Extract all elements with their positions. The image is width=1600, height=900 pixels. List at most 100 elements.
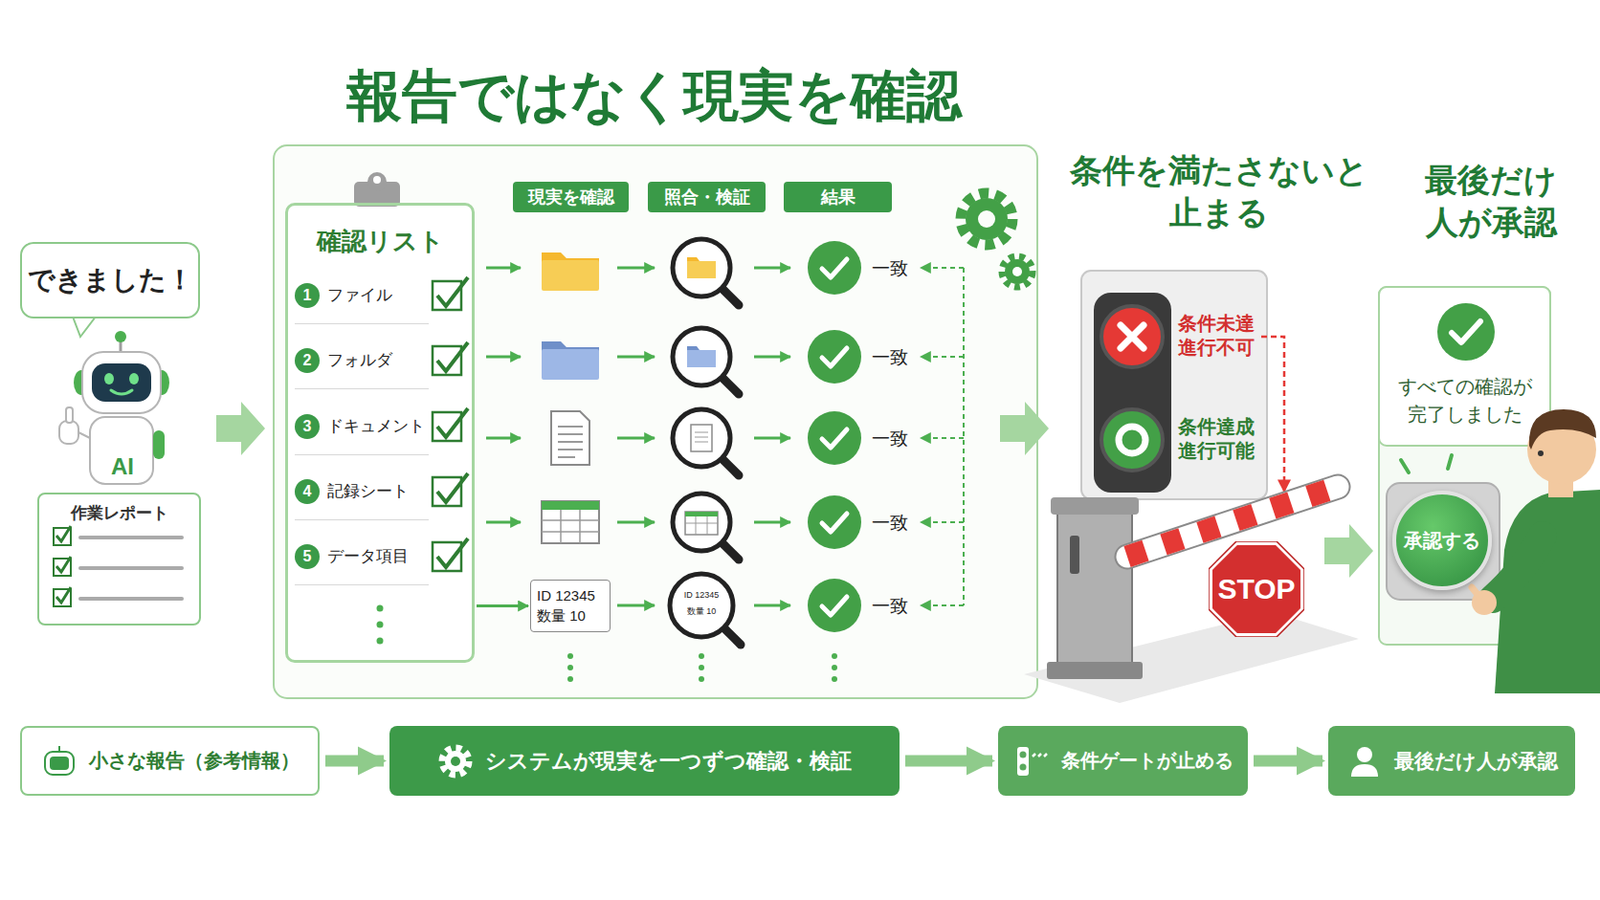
ellipsis-dots — [831, 665, 838, 671]
file-icons — [541, 252, 600, 544]
robot-label: AI — [101, 453, 144, 481]
checkbox — [437, 277, 468, 307]
magnifier — [687, 261, 716, 279]
ellipsis-dots — [377, 638, 384, 645]
gate-barrier — [1046, 662, 1143, 680]
robot — [59, 331, 170, 485]
gear — [960, 193, 1033, 288]
approval-panel — [1437, 303, 1495, 361]
node-text: 条件未達 進行不可 — [1177, 311, 1263, 360]
magnifier — [669, 574, 734, 638]
node-text: すべての確認が 完了しました — [1393, 373, 1537, 429]
checkbox — [432, 277, 468, 572]
approval-panel — [1386, 483, 1500, 600]
step-icon — [41, 743, 78, 780]
file-icons — [551, 411, 590, 466]
feedback-dashed-line — [920, 521, 964, 524]
row-arrow — [617, 521, 655, 525]
magnifier — [685, 511, 718, 517]
checklist-item: 1 ファイル — [294, 266, 429, 325]
flow-arrow — [905, 755, 993, 768]
result-check — [807, 241, 862, 633]
report-sheet — [80, 566, 182, 571]
node-text: ファイル — [327, 284, 393, 307]
report-sheet — [56, 587, 71, 603]
traffic-light — [1093, 292, 1172, 493]
zoom-text: ID 12345 — [673, 590, 730, 600]
column-header: 結果 — [783, 181, 892, 213]
person — [1529, 409, 1597, 450]
checkbox — [437, 408, 468, 438]
callout-number: 1 — [294, 283, 320, 309]
checklist-item: 5 データ項目 — [294, 528, 429, 586]
flow-step: システムが現実を一つずつ確認・検証 — [389, 726, 900, 797]
robot — [114, 331, 127, 343]
feedback-dashed-line — [920, 266, 964, 269]
result-label: 一致 — [871, 511, 914, 536]
step-icon — [437, 743, 474, 780]
checkbox — [437, 473, 468, 503]
node-text: 数量 10 — [536, 606, 604, 626]
magnifier — [690, 424, 712, 452]
node-text: 条件達成 進行可能 — [1177, 415, 1263, 464]
gate-barrier — [1057, 507, 1133, 670]
feedback-dashed-line — [920, 355, 964, 358]
result-check — [822, 348, 847, 367]
result-label: 一致 — [871, 256, 914, 282]
magnifier — [669, 239, 734, 638]
zoom-text: 数量 10 — [673, 605, 730, 619]
feedback-dashed-line — [920, 437, 964, 440]
row-arrow — [486, 437, 521, 441]
result-check — [807, 241, 862, 633]
node-text: システムが現実を一つずつ確認・検証 — [485, 747, 852, 777]
report-sheet — [80, 535, 182, 540]
gear — [960, 193, 1013, 245]
result-label: 一致 — [871, 345, 914, 371]
feedback-dashed-line — [920, 604, 964, 607]
magnifier — [722, 377, 739, 395]
magnifier — [687, 346, 700, 351]
step-icon — [1013, 743, 1050, 780]
approval-panel — [1378, 287, 1551, 446]
node-text: フォルダ — [327, 349, 393, 372]
report-sheet — [56, 526, 71, 542]
result-check — [822, 597, 847, 616]
checklist-board: 1ファイル2フォルダ3ドキュメント4記録シート5データ項目確認リスト — [285, 202, 475, 664]
row-arrow — [754, 604, 791, 608]
stop-sign: STOP — [1208, 541, 1305, 638]
bubble-tail — [72, 316, 96, 337]
gate-barrier — [1050, 497, 1139, 515]
node-text: データ項目 — [327, 545, 409, 568]
checklist-item: 3ドキュメント — [294, 398, 429, 456]
node-text: 条件ゲートが止める — [1061, 748, 1234, 775]
report-card: 作業レポート — [37, 492, 201, 626]
ellipsis-dots — [377, 605, 384, 613]
robot — [82, 352, 161, 414]
node-text: ドキュメント — [327, 415, 425, 438]
row-arrow — [617, 604, 655, 608]
traffic-light-panel: 条件未達 進行不可条件達成 進行可能 — [1081, 270, 1267, 500]
flow-step: 条件ゲートが止める — [998, 726, 1248, 797]
robot — [153, 430, 165, 460]
file-icons — [541, 349, 600, 380]
robot — [66, 407, 73, 423]
callout-number: 5 — [294, 544, 320, 570]
magnifier — [672, 328, 731, 386]
flow-arrow — [1253, 755, 1323, 768]
traffic-light — [1261, 336, 1285, 492]
report-sheet — [56, 556, 71, 573]
ellipsis-dots — [377, 622, 384, 629]
row-arrow — [486, 521, 521, 525]
person — [1537, 450, 1544, 457]
magnifier — [724, 628, 741, 645]
ellipsis-dots — [567, 665, 574, 671]
ellipsis-dots — [567, 676, 574, 683]
section-heading: 最後だけ人が承認 — [1418, 158, 1564, 244]
magnifier — [685, 516, 718, 535]
flow-arrow — [476, 604, 529, 608]
robot — [111, 390, 133, 395]
traffic-light — [1101, 409, 1163, 471]
magnifier — [687, 257, 700, 262]
magnifier — [722, 543, 739, 560]
